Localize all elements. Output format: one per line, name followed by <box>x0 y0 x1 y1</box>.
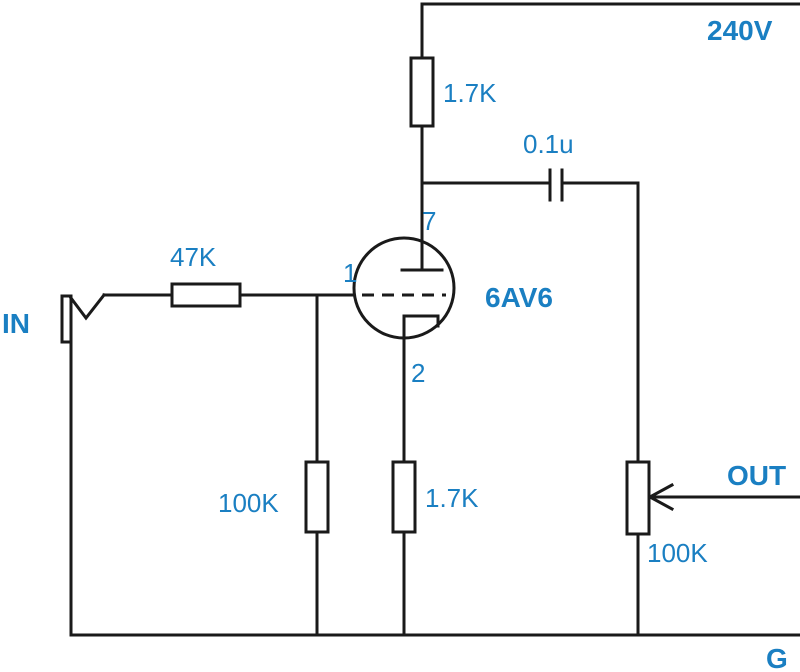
input-label: IN <box>2 308 30 339</box>
tube-cathode <box>402 314 440 340</box>
tube-type-label: 6AV6 <box>485 282 553 313</box>
plate-resistor-label: 1.7K <box>443 78 497 108</box>
wiring <box>69 2 800 637</box>
jack-tip <box>68 292 107 321</box>
output-label: OUT <box>727 460 786 491</box>
input-resistor-label: 47K <box>170 242 217 272</box>
grid-resistor-label: 100K <box>218 488 279 518</box>
resistor-plate <box>409 56 435 128</box>
resistor-cathode <box>391 460 417 534</box>
resistor-grid <box>304 460 330 534</box>
capacitor <box>548 168 564 202</box>
pot-wiper-arrow <box>647 482 675 512</box>
pot-body <box>625 460 651 536</box>
vacuum-tube <box>352 236 456 340</box>
pin-plate-label: 7 <box>422 206 436 236</box>
jack-sleeve <box>60 294 73 344</box>
resistor-input <box>170 282 242 308</box>
coupling-wire <box>420 181 640 464</box>
potentiometer <box>625 460 675 536</box>
pin-grid-label: 1 <box>343 258 357 288</box>
capacitor-label: 0.1u <box>523 129 574 159</box>
supply-voltage-label: 240V <box>707 15 773 46</box>
cathode-resistor-label: 1.7K <box>425 483 479 513</box>
ground-label: G <box>766 643 788 672</box>
input-jack <box>60 292 107 344</box>
pin-cathode-label: 2 <box>411 358 425 388</box>
potentiometer-label: 100K <box>647 538 708 568</box>
